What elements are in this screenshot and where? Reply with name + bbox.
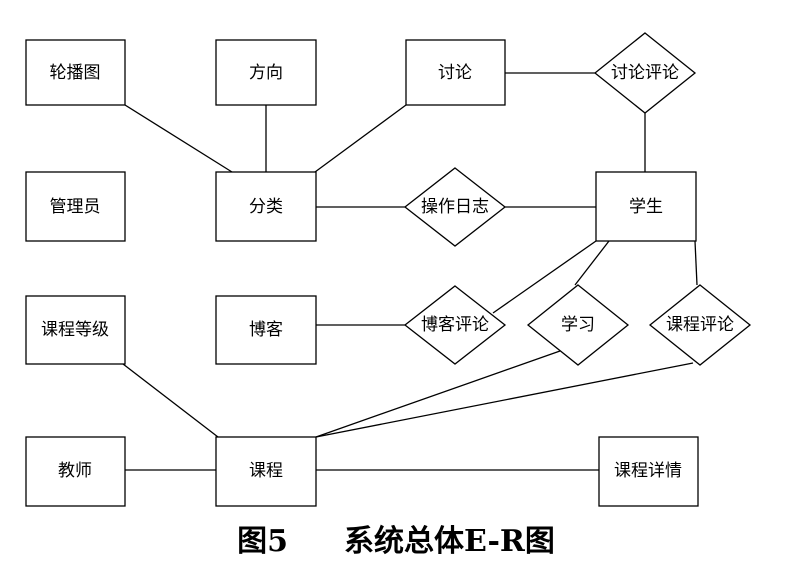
entity-boke: 博客 bbox=[215, 295, 317, 365]
entity-fangxiang: 方向 bbox=[215, 39, 317, 106]
entity-kecheng: 课程 bbox=[215, 436, 317, 507]
entity-lunbotu: 轮播图 bbox=[25, 39, 126, 106]
entity-kechengxiangqing: 课程详情 bbox=[598, 436, 699, 507]
entity-jiaoshi: 教师 bbox=[25, 436, 126, 507]
entity-fenlei: 分类 bbox=[215, 171, 317, 242]
edge-lunbotu-fenlei bbox=[124, 104, 233, 173]
entity-kecheng-label: 课程 bbox=[249, 461, 283, 481]
edge-taolun-fenlei bbox=[314, 104, 407, 173]
edge-kechengpinglun-xuesheng bbox=[694, 240, 698, 286]
entity-kechengxiangqing-label: 课程详情 bbox=[614, 461, 682, 481]
entity-lunbotu-label: 轮播图 bbox=[50, 63, 101, 83]
entity-fenlei-label: 分类 bbox=[249, 197, 283, 217]
figure-title: 系统总体E-R图 bbox=[344, 524, 555, 559]
entity-boke-label: 博客 bbox=[249, 320, 283, 340]
connectors bbox=[122, 72, 698, 471]
edge-kechengpinglun-kecheng bbox=[315, 362, 694, 438]
entity-xuesheng-label: 学生 bbox=[629, 197, 663, 217]
edge-xuexi-kecheng bbox=[315, 350, 561, 438]
figure-caption: 图5 系统总体E-R图 bbox=[0, 520, 792, 564]
relationship-kechengpinglun-label: 课程评论 bbox=[666, 315, 734, 335]
entity-kechengdengji-label: 课程等级 bbox=[41, 320, 109, 340]
entity-fangxiang-label: 方向 bbox=[249, 63, 283, 83]
entity-taolun: 讨论 bbox=[405, 39, 506, 106]
relationship-xuexi-label: 学习 bbox=[561, 315, 595, 335]
entity-guanliyuan: 管理员 bbox=[25, 171, 126, 242]
relationship-caozuorizhi-label: 操作日志 bbox=[421, 197, 489, 217]
entity-jiaoshi-label: 教师 bbox=[58, 461, 92, 481]
edge-kechengdengji-kecheng bbox=[122, 363, 219, 438]
relationship-bokepinglun: 博客评论 bbox=[403, 285, 507, 365]
entity-taolun-label: 讨论 bbox=[438, 63, 472, 83]
relationship-xuexi: 学习 bbox=[526, 284, 630, 366]
relationship-kechengpinglun: 课程评论 bbox=[648, 284, 752, 366]
entity-xuesheng: 学生 bbox=[595, 171, 697, 242]
edge-bokepinglun-xuesheng bbox=[492, 240, 597, 314]
relationship-caozuorizhi: 操作日志 bbox=[403, 167, 507, 247]
entity-kechengdengji: 课程等级 bbox=[25, 295, 126, 365]
relationship-bokepinglun-label: 博客评论 bbox=[421, 315, 489, 335]
entity-guanliyuan-label: 管理员 bbox=[50, 197, 101, 217]
relationship-taolunpinglun-label: 讨论评论 bbox=[611, 63, 679, 83]
er-diagram: 轮播图 方向 讨论 管理员 分类 学生 课程等级 博客 教师 课程 课程详情 bbox=[25, 32, 752, 507]
edge-xuexi-xuesheng bbox=[574, 240, 610, 286]
relationship-taolunpinglun: 讨论评论 bbox=[593, 32, 697, 114]
figure-number: 图5 bbox=[237, 524, 289, 559]
